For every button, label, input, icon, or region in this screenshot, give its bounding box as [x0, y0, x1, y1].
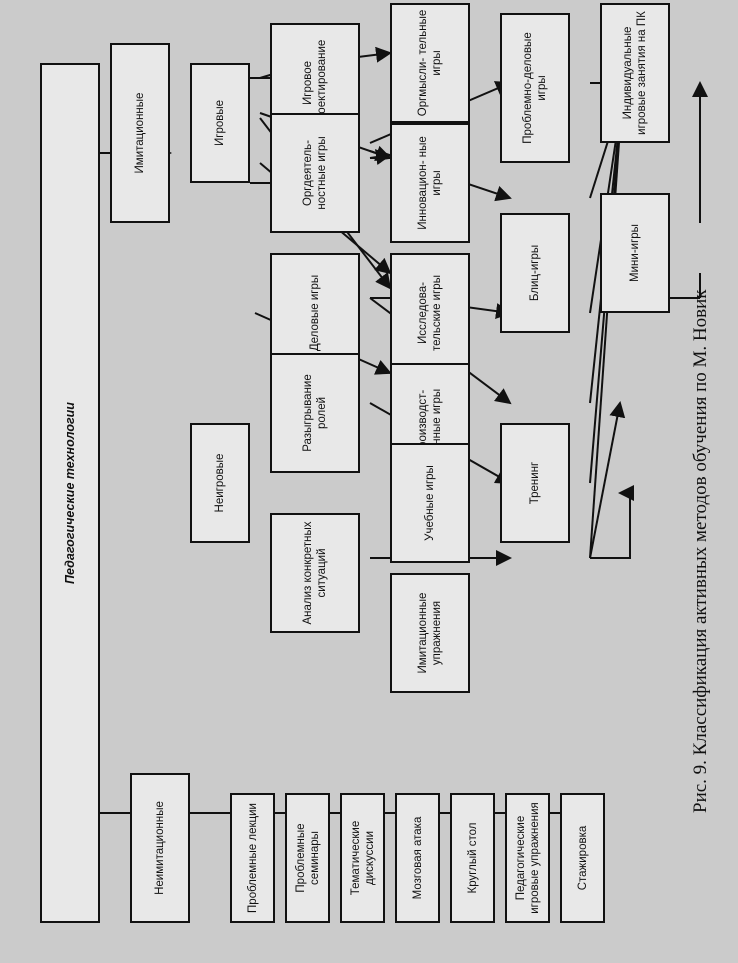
node-educational-games: Учебные игры	[390, 443, 470, 563]
node-problem-seminars: Проблемные семинары	[285, 793, 330, 923]
node-pedagogical-game-exercises: Педагогические игровые упражнения	[505, 793, 550, 923]
node-non-game: Неигровые	[190, 423, 250, 543]
node-thematic-discussions: Тематические дискуссии	[340, 793, 385, 923]
node-innovation-games: Инновацион- ные игры	[390, 123, 470, 243]
node-round-table: Круглый стол	[450, 793, 495, 923]
node-brainstorming: Мозговая атака	[395, 793, 440, 923]
node-problem-business-games: Проблемно-деловые игры	[500, 13, 570, 163]
node-root: Педагогические технологии	[40, 63, 100, 923]
node-imitation-exercises: Имитационные упражнения	[390, 573, 470, 693]
node-organizational-games: Оргдеятель- ностные игры	[270, 113, 360, 233]
node-research-games: Исследова- тельские игры	[390, 253, 470, 373]
figure-caption: Рис. 9. Классификация активных методов о…	[690, 289, 711, 813]
node-blitz-games: Блиц-игры	[500, 213, 570, 333]
node-problem-lectures: Проблемные лекции	[230, 793, 275, 923]
node-case-analysis: Анализ конкретных ситуаций	[270, 513, 360, 633]
node-thinking-games: Оргмысли- тельные игры	[390, 3, 470, 123]
node-mini-games: Мини-игры	[600, 193, 670, 313]
node-internship: Стажировка	[560, 793, 605, 923]
node-imitation: Имитационные	[110, 43, 170, 223]
node-game: Игровые	[190, 63, 250, 183]
node-role-play: Разыгрывание ролей	[270, 353, 360, 473]
node-training: Тренинг	[500, 423, 570, 543]
node-individual-pc-games: Индивидуальные игровые занятия на ПК	[600, 3, 670, 143]
node-non-imitation: Неимитационные	[130, 773, 190, 923]
